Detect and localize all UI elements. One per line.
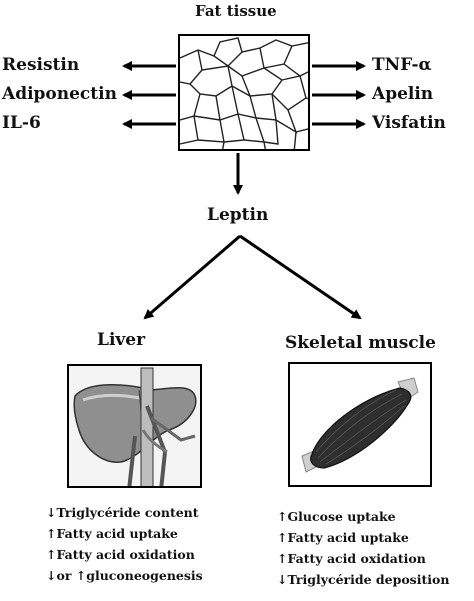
increase-arrow-icon: ↑ bbox=[46, 547, 57, 562]
adiponectin-label: Adiponectin bbox=[2, 84, 117, 104]
increase-arrow-icon: ↑ bbox=[277, 509, 288, 524]
leptin-label: Leptin bbox=[207, 205, 269, 225]
liver-effects-list: ↓Triglycéride content ↑Fatty acid uptake… bbox=[46, 502, 203, 586]
liver-effect-item: ↓or ↑gluconeogenesis bbox=[46, 568, 203, 583]
tnf-alpha-label: TNF-α bbox=[372, 55, 432, 75]
muscle-image bbox=[288, 362, 432, 487]
muscle-effect-item: ↑Fatty acid oxidation bbox=[277, 551, 426, 566]
liver-effect-item: ↑Fatty acid oxidation bbox=[46, 547, 195, 562]
visfatin-label: Visfatin bbox=[372, 113, 446, 133]
decrease-arrow-icon: ↓ bbox=[277, 572, 288, 587]
decrease-arrow-icon: ↓ bbox=[46, 568, 57, 583]
liver-effect-item: ↑Fatty acid uptake bbox=[46, 526, 178, 541]
liver-effect-item: ↓Triglycéride content bbox=[46, 505, 199, 520]
muscle-effect-item: ↑Glucose uptake bbox=[277, 509, 396, 524]
fat-tissue-image bbox=[178, 34, 310, 151]
skeletal-muscle-title: Skeletal muscle bbox=[285, 333, 436, 353]
muscle-effects-list: ↑Glucose uptake ↑Fatty acid uptake ↑Fatt… bbox=[277, 506, 449, 590]
il6-label: IL-6 bbox=[2, 113, 41, 133]
resistin-label: Resistin bbox=[2, 55, 80, 75]
adipocyte-illustration bbox=[180, 37, 308, 149]
muscle-illustration bbox=[290, 364, 430, 485]
liver-illustration bbox=[69, 366, 200, 486]
muscle-effect-item: ↑Fatty acid uptake bbox=[277, 530, 409, 545]
fat-tissue-title: Fat tissue bbox=[195, 2, 277, 20]
increase-arrow-icon: ↑ bbox=[277, 530, 288, 545]
decrease-arrow-icon: ↓ bbox=[46, 505, 57, 520]
muscle-effect-item: ↓Triglycéride deposition bbox=[277, 572, 450, 587]
apelin-label: Apelin bbox=[372, 84, 434, 104]
arrow-to-muscle bbox=[239, 234, 362, 320]
liver-title: Liver bbox=[97, 330, 146, 350]
increase-arrow-icon: ↑ bbox=[277, 551, 288, 566]
liver-image bbox=[67, 364, 202, 488]
increase-arrow-icon: ↑ bbox=[46, 526, 57, 541]
arrow-to-liver bbox=[143, 234, 241, 320]
